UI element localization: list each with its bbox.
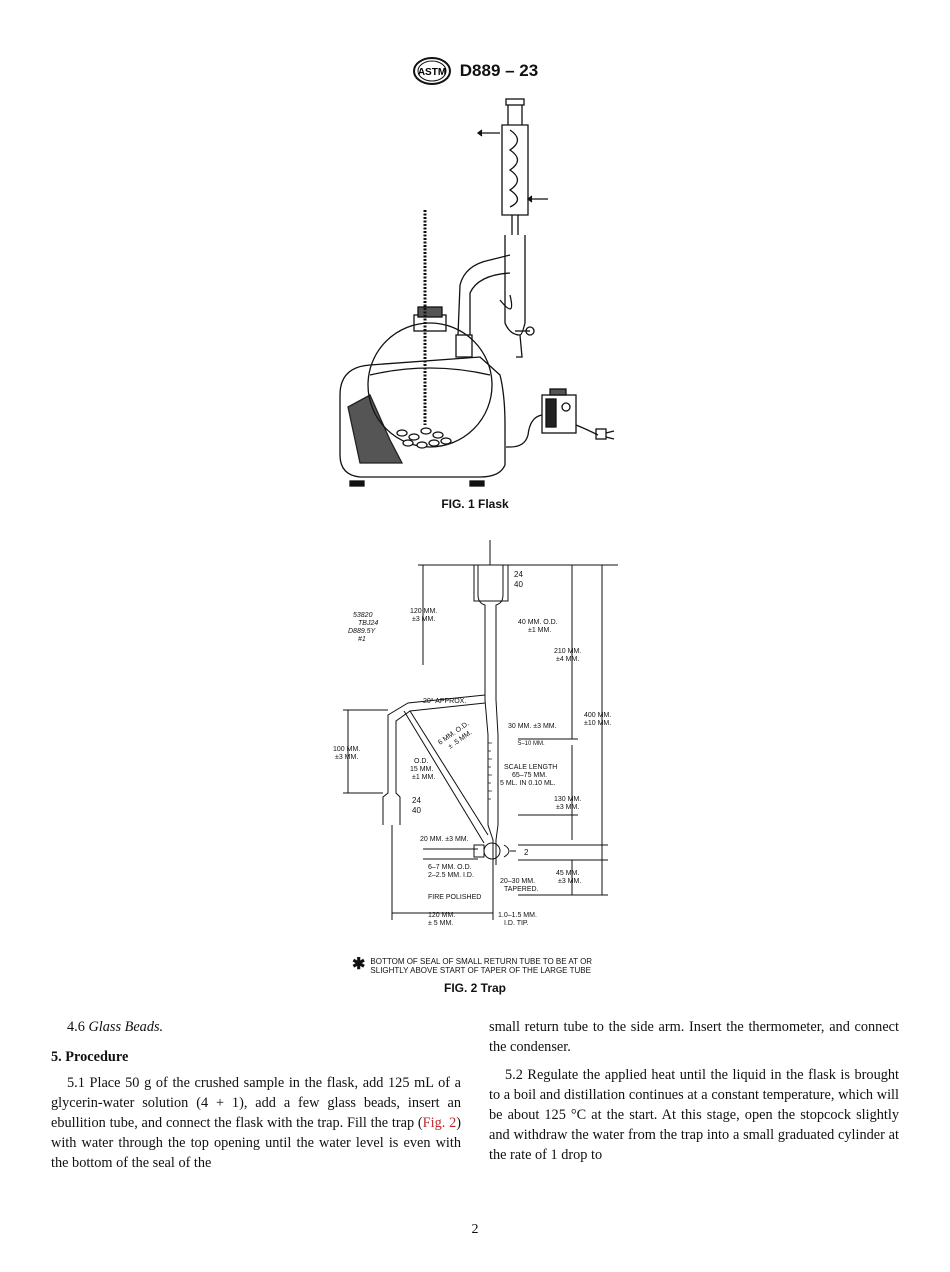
p51-text-a: 5.1 Place 50 g of the crushed sample in … (51, 1075, 461, 1131)
paragraph-5-1: 5.1 Place 50 g of the crushed sample in … (51, 1073, 461, 1173)
od40-label-a: 40 MM. O.D. (518, 619, 558, 626)
asterisk-icon: ✱ (352, 956, 366, 973)
dim210-label-b: ±4 MM. (556, 656, 579, 663)
p51-text-b: ) with water through the top opening unt… (51, 1115, 461, 1171)
tip-label-a: 1.0–1.5 MM. (498, 912, 537, 919)
dim120-label-a: 120 MM. (410, 608, 437, 615)
joint-top-label-a: 24 (514, 570, 523, 579)
od67-label-a: 6–7 MM. O.D. (428, 864, 472, 871)
od67-label-b: 2–2.5 MM. I.D. (428, 872, 474, 879)
dim400-label-a: 400 MM. (584, 712, 611, 719)
code1-label: 53820 (353, 612, 373, 619)
joint-side-label-a: 24 (412, 796, 421, 805)
joint-top-label-b: 40 (514, 580, 523, 589)
dim30-label: 30 MM. ±3 MM. (508, 723, 557, 730)
code3-label: D889.5Y (348, 628, 377, 635)
scale-label-a: SCALE LENGTH (504, 764, 557, 771)
dim45-label-a: 45 MM. (556, 870, 579, 877)
section-5-heading: 5. Procedure (51, 1049, 129, 1065)
paragraph-5-2: 5.2 Regulate the applied heat until the … (489, 1067, 899, 1163)
dim100-label-b: ±3 MM. (335, 754, 358, 761)
figure-1-caption: FIG. 1 Flask (441, 497, 509, 511)
od15-label-a: O.D. (414, 758, 428, 765)
section-4-6-number: 4.6 (67, 1019, 85, 1035)
dim20-label: 20 MM. ±3 MM. (420, 836, 469, 843)
dim45-label-b: ±3 MM. (558, 878, 581, 885)
figure-2-caption: FIG. 2 Trap (443, 981, 506, 995)
designation: D889 – 23 (459, 61, 539, 80)
dim510-label: 5–10 MM. (518, 741, 545, 747)
taper-label-b: TAPERED. (504, 886, 539, 893)
note-line-1: BOTTOM OF SEAL OF SMALL RETURN TUBE TO B… (370, 957, 593, 966)
astm-logo-text: ASTM (418, 67, 446, 78)
note-line-2: SLIGHTLY ABOVE START OF TAPER OF THE LAR… (370, 966, 591, 975)
scale-label-b: 65–75 MM. (512, 772, 547, 779)
dim210-label-a: 210 MM. (554, 648, 581, 655)
od40-label-b: ±1 MM. (528, 627, 551, 634)
angle-label: 20° APPROX. (423, 697, 466, 705)
dim120b-label-b: ± 5 MM. (428, 920, 453, 927)
astm-logo-icon: ASTM (412, 57, 451, 85)
figure-2-note: ✱ BOTTOM OF SEAL OF SMALL RETURN TUBE TO… (352, 956, 593, 976)
page-number: 2 (471, 1222, 479, 1237)
section-4-6: 4.6 Glass Beads. (51, 1017, 461, 1037)
code4-label: #1 (358, 636, 366, 643)
tip-label-b: I.D. TIP. (504, 920, 529, 927)
right-column: small return tube to the side arm. Inser… (489, 1017, 899, 1165)
taper-label-a: 20–30 MM. (500, 878, 535, 885)
dim100-label-a: 100 MM. (333, 746, 360, 753)
dim120b-label-a: 120 MM. (428, 912, 455, 919)
od15-label-c: ±1 MM. (412, 774, 435, 781)
dim400-label-b: ±10 MM. (584, 720, 611, 727)
page-header: ASTM D889 – 23 (0, 56, 950, 91)
od15-label-b: 15 MM. (410, 766, 433, 773)
dim130-label-a: 130 MM. (554, 796, 581, 803)
paragraph-5-1-continued: small return tube to the side arm. Inser… (489, 1019, 899, 1055)
dim130-label-b: ±3 MM. (556, 804, 579, 811)
code2-label: TBJ24 (358, 620, 378, 627)
section-4-6-title: Glass Beads. (88, 1019, 164, 1035)
joint-side-label-b: 40 (412, 806, 421, 815)
trap-diagram-figure: 53820 TBJ24 D889.5Y #1 120 MM. ±3 MM. (333, 540, 618, 927)
left-column: 4.6 Glass Beads. 5. Procedure 5.1 Place … (51, 1017, 461, 1173)
dim120-label-b: ±3 MM. (412, 616, 435, 623)
fig2-link[interactable]: Fig. 2 (422, 1115, 457, 1131)
stopcock-label: 2 (524, 848, 529, 857)
scale-label-c: 5 ML. IN 0.10 ML. (500, 780, 556, 787)
flask-apparatus-figure (339, 98, 615, 487)
fire-polished-label: FIRE POLISHED (428, 894, 481, 901)
